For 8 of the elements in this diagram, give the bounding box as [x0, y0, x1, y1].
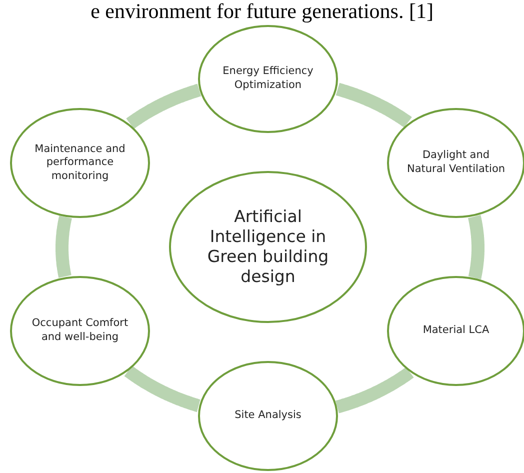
- topic-text: Material LCA: [422, 324, 490, 338]
- topic-text: Site Analysis: [234, 409, 302, 423]
- cropped-text-line: e environment for future generations. [1]: [90, 0, 434, 23]
- topic-text: Maintenance and performance monitoring: [34, 142, 126, 184]
- topic-text: Daylight and Natural Ventilation: [406, 149, 506, 177]
- topic-text: Energy Efficiency Optimization: [222, 65, 314, 93]
- topic-text: Occupant Comfort and well-being: [30, 317, 130, 345]
- topic-text: Artificial Intelligence in Green building design: [206, 206, 330, 288]
